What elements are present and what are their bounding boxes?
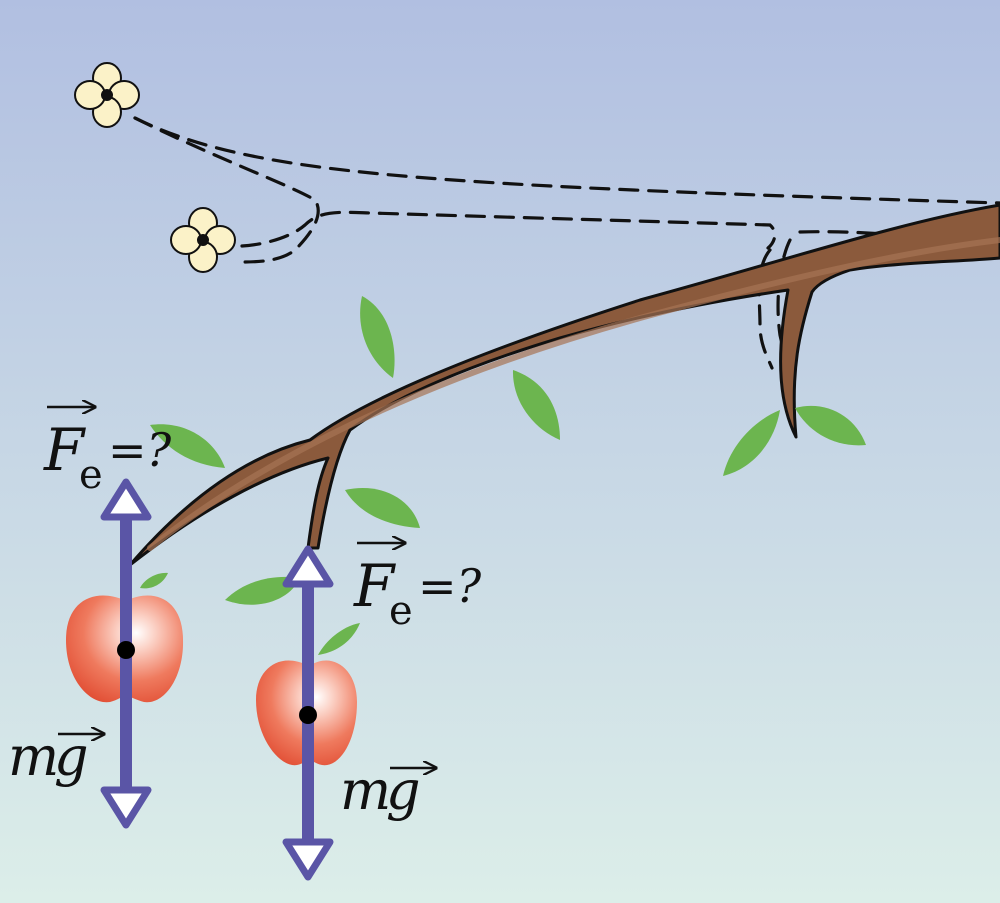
weight-label-apple-1: m g: [8, 725, 104, 788]
leaf-icon: [360, 296, 395, 378]
tension-subscript: e: [389, 588, 413, 634]
leaf-icon: [795, 405, 866, 446]
leaf-icon: [512, 370, 560, 440]
weight-mass-symbol: m: [8, 725, 59, 788]
tension-symbol: F: [43, 416, 86, 484]
leaf-icon: [140, 572, 168, 589]
tension-unknown: =?: [418, 559, 482, 613]
tension-unknown: =?: [108, 423, 172, 477]
leaf-icon: [345, 487, 420, 528]
weight-mass-symbol: m: [340, 759, 391, 822]
tension-label-apple-2: F e =?: [353, 543, 482, 634]
leaf-icon: [723, 410, 780, 476]
blossom-icon: [74, 62, 140, 128]
tension-label-apple-1: F e =?: [43, 407, 172, 498]
branch-highlight: [147, 237, 1000, 551]
tension-subscript: e: [79, 452, 103, 498]
weight-gravity-symbol: g: [386, 759, 421, 822]
leaf-icon: [150, 424, 225, 468]
leaf-icon: [225, 576, 300, 605]
weight-gravity-symbol: g: [54, 725, 89, 788]
tension-symbol: F: [353, 552, 396, 620]
leaf-icon: [318, 623, 360, 655]
center-of-mass-dot: [299, 706, 317, 724]
blossom-icon: [170, 207, 236, 273]
tree-branch: [128, 203, 1000, 567]
center-of-mass-dot: [117, 641, 135, 659]
weight-label-apple-2: m g: [340, 759, 436, 822]
blossom-branch-outline: [133, 116, 1000, 370]
